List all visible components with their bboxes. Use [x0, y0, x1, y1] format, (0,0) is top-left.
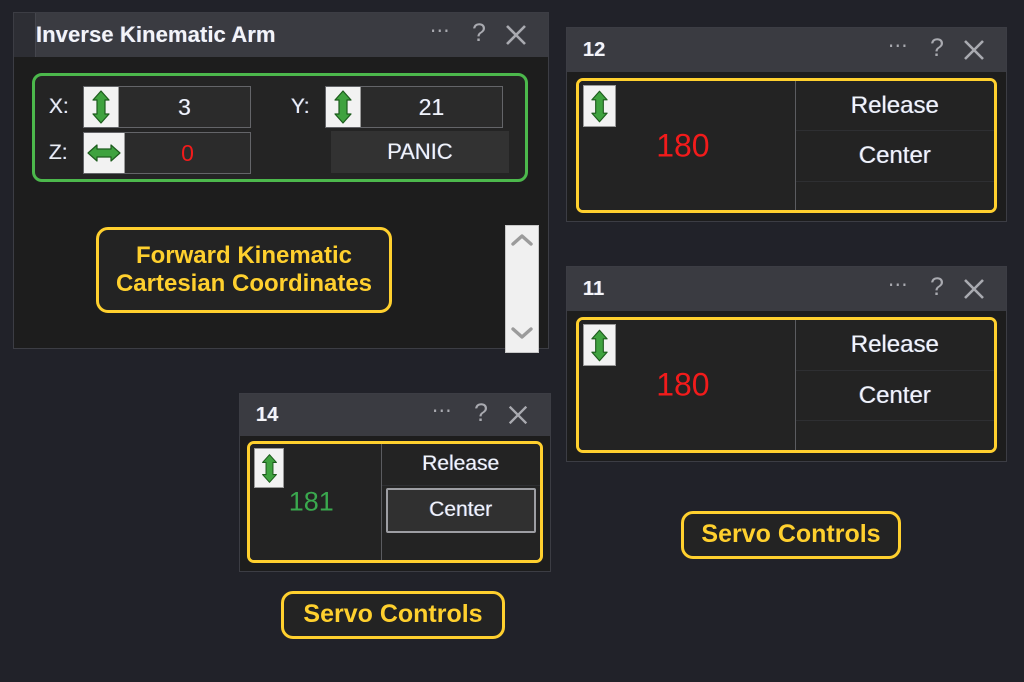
servo-14-action-spacer: [382, 535, 541, 561]
x-value: 3: [178, 93, 191, 120]
center-button[interactable]: Center: [385, 487, 536, 533]
servo-11-action-spacer: [796, 421, 994, 450]
release-button[interactable]: Release: [795, 81, 994, 132]
servo-11-title: 11: [583, 277, 605, 300]
more-options-icon[interactable]: ⋯: [887, 34, 911, 57]
servo-14-titlebar[interactable]: 14 ⋯ ?: [240, 394, 550, 436]
vertical-double-arrow-icon[interactable]: [84, 87, 119, 127]
more-options-icon[interactable]: ⋯: [429, 19, 453, 42]
z-value: 0: [181, 139, 194, 166]
servo-12-readout: 180: [579, 81, 796, 210]
servo-12-body: 180 Release Center: [567, 72, 1006, 221]
help-icon[interactable]: ?: [472, 19, 486, 47]
window-tab-notch[interactable]: [14, 13, 36, 57]
y-stepper-field[interactable]: 21: [325, 86, 503, 128]
vertical-double-arrow-icon[interactable]: [254, 448, 284, 488]
servo-14-frame: 181 Release Center: [247, 441, 543, 563]
vertical-double-arrow-icon[interactable]: [583, 324, 616, 366]
servo-window-14: 14 ⋯ ? 181: [239, 393, 551, 572]
y-value: 21: [418, 93, 445, 120]
servo-window-11: 11 ⋯ ? 180: [566, 266, 1007, 462]
servo-14-titlebar-icons: ⋯ ?: [422, 394, 550, 437]
release-button[interactable]: Release: [381, 444, 540, 486]
chevron-up-icon[interactable]: [511, 233, 533, 252]
servo-12-title: 12: [583, 38, 606, 61]
callout-servo-controls-right: Servo Controls: [681, 511, 901, 559]
x-stepper-field[interactable]: 3: [83, 86, 251, 128]
ik-window-body: X: 3 Y:: [14, 57, 548, 353]
servo-12-action-spacer: [796, 182, 994, 210]
vertical-scrollbar[interactable]: [505, 225, 539, 353]
inverse-kinematic-arm-window: Inverse Kinematic Arm ⋯ ? X:: [13, 12, 549, 353]
help-icon[interactable]: ?: [474, 399, 488, 427]
coordinate-row-y: Y: 21: [291, 86, 503, 128]
chevron-down-icon[interactable]: [511, 326, 533, 345]
servo-11-frame: 180 Release Center: [576, 317, 997, 453]
ik-titlebar[interactable]: Inverse Kinematic Arm ⋯ ?: [14, 13, 548, 57]
help-icon[interactable]: ?: [930, 34, 944, 62]
panic-button[interactable]: PANIC: [331, 131, 509, 173]
servo-12-actions: Release Center: [795, 81, 994, 210]
z-label: Z:: [49, 141, 68, 164]
vertical-double-arrow-icon[interactable]: [326, 87, 361, 127]
z-stepper-field[interactable]: 0: [83, 132, 251, 174]
coordinate-row-x: X: 3: [49, 86, 251, 128]
servo-12-value: 180: [656, 127, 710, 163]
servo-14-readout: 181: [250, 444, 382, 560]
callout-fk-line2: Cartesian Coordinates: [115, 270, 373, 297]
y-label: Y:: [291, 95, 310, 118]
servo-11-titlebar[interactable]: 11 ⋯ ?: [567, 267, 1006, 311]
page-title: Inverse Kinematic Arm: [36, 22, 276, 47]
servo-14-body: 181 Release Center: [240, 436, 550, 571]
help-icon[interactable]: ?: [930, 273, 944, 301]
ik-titlebar-icons: ⋯ ?: [420, 14, 548, 57]
center-button[interactable]: Center: [795, 131, 994, 182]
servo-window-12: 12 ⋯ ? 180: [566, 27, 1007, 222]
servo-11-actions: Release Center: [795, 320, 994, 450]
servo-11-value: 180: [656, 366, 710, 403]
center-button[interactable]: Center: [795, 371, 994, 422]
servo-12-frame: 180 Release Center: [576, 78, 997, 213]
close-icon[interactable]: [954, 33, 994, 67]
more-options-icon[interactable]: ⋯: [431, 399, 455, 422]
servo-11-body: 180 Release Center: [567, 311, 1006, 461]
callout-servo-controls-lower: Servo Controls: [281, 591, 505, 639]
callout-fk-line1: Forward Kinematic: [135, 241, 353, 269]
servo-14-title: 14: [256, 403, 279, 426]
callout-forward-kinematic: Forward Kinematic Cartesian Coordinates: [96, 227, 392, 313]
close-icon[interactable]: [954, 272, 994, 306]
servo-14-actions: Release Center: [381, 444, 541, 561]
x-label: X:: [49, 95, 69, 118]
servo-11-readout: 180: [579, 320, 796, 450]
cartesian-coordinate-group: X: 3 Y:: [32, 73, 528, 182]
coordinate-row-z: Z: 0: [49, 132, 251, 174]
close-icon[interactable]: [496, 18, 536, 52]
servo-12-titlebar[interactable]: 12 ⋯ ?: [567, 28, 1006, 72]
horizontal-double-arrow-icon[interactable]: [84, 133, 125, 173]
servo-11-titlebar-icons: ⋯ ?: [878, 268, 1006, 311]
release-button[interactable]: Release: [795, 320, 994, 371]
more-options-icon[interactable]: ⋯: [887, 273, 911, 296]
vertical-double-arrow-icon[interactable]: [583, 85, 616, 127]
servo-14-value: 181: [288, 486, 334, 517]
close-icon[interactable]: [498, 398, 538, 432]
servo-12-titlebar-icons: ⋯ ?: [878, 29, 1006, 72]
